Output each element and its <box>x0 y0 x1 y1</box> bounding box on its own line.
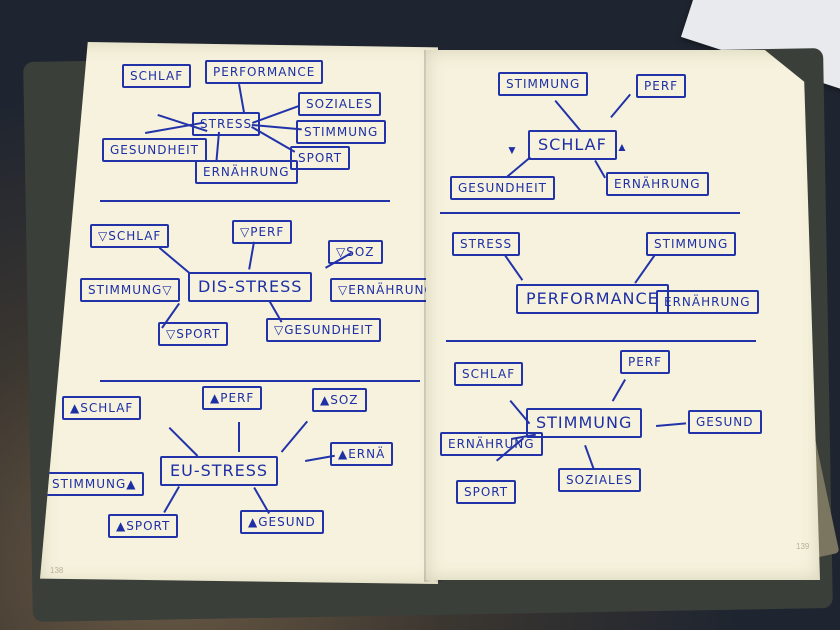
node-dis-soz: ▽SOZ <box>328 240 383 264</box>
node-eu-erna: ▲ERNÄ <box>330 442 394 466</box>
node-dis-stress-center: DIS-STRESS <box>188 272 313 302</box>
node-dis-perf: ▽PERF <box>232 220 293 244</box>
node-soziales: SOZIALES <box>298 92 381 116</box>
node-gesundheit: GESUNDHEIT <box>102 138 207 162</box>
divider-r2 <box>446 340 756 342</box>
node-dis-gesundheit: ▽GESUNDHEIT <box>266 318 382 342</box>
right-page: STIMMUNG PERF ▼ SCHLAF ▲ GESUNDHEIT ERNÄ… <box>426 50 820 580</box>
node-r1-perf: PERF <box>636 74 687 98</box>
node-performance: PERFORMANCE <box>205 60 324 84</box>
node-r3-ernaehrung: ERNÄHRUNG <box>440 432 543 456</box>
divider-1 <box>100 200 390 202</box>
node-eu-sport: ▲SPORT <box>108 514 179 538</box>
node-r3-sport: SPORT <box>456 480 517 504</box>
node-r1-stimmung: STIMMUNG <box>498 72 589 96</box>
node-r1-schlaf-center: SCHLAF <box>528 130 617 160</box>
node-r1-gesundheit: GESUNDHEIT <box>450 176 555 200</box>
node-stress-center: STRESS <box>192 112 261 136</box>
node-r2-stress: STRESS <box>452 232 521 256</box>
node-r2-ernaehrung: ERNÄHRUNG <box>656 290 759 314</box>
node-eu-soz: ▲SOZ <box>312 388 367 412</box>
page-number-left: 138 <box>50 566 64 575</box>
node-r2-performance-center: PERFORMANCE <box>516 284 669 314</box>
node-r3-schlaf: SCHLAF <box>454 362 524 386</box>
node-dis-stimmung: STIMMUNG▽ <box>80 278 181 302</box>
node-schlaf: SCHLAF <box>122 64 192 88</box>
divider-r1 <box>440 212 740 214</box>
node-dis-ernaehrung: ▽ERNÄHRUNG <box>330 278 438 302</box>
triangle-up-mark: ▲ <box>616 140 628 154</box>
node-r3-soziales: SOZIALES <box>558 468 641 492</box>
node-ernaehrung: ERNÄHRUNG <box>195 160 298 184</box>
node-r1-ernaehrung: ERNÄHRUNG <box>606 172 709 196</box>
node-stimmung: STIMMUNG <box>296 120 387 144</box>
node-eu-perf: ▲PERF <box>202 386 263 410</box>
triangle-down-mark: ▼ <box>506 143 518 157</box>
node-r2-stimmung: STIMMUNG <box>646 232 737 256</box>
page-number-right: 139 <box>796 542 810 551</box>
node-r3-stimmung-center: STIMMUNG <box>526 408 643 438</box>
left-page: SCHLAF PERFORMANCE SOZIALES STRESS STIMM… <box>40 42 438 584</box>
node-sport: SPORT <box>290 146 351 170</box>
node-r3-perf: PERF <box>620 350 671 374</box>
node-eu-gesund: ▲GESUND <box>240 510 324 534</box>
node-r3-gesund: GESUND <box>688 410 762 434</box>
node-dis-sport: ▽SPORT <box>158 322 229 346</box>
node-dis-schlaf: ▽SCHLAF <box>90 224 170 248</box>
divider-2 <box>100 380 420 382</box>
node-eu-stress-center: EU-STRESS <box>160 456 279 486</box>
node-eu-stimmung: STIMMUNG▲ <box>44 472 145 496</box>
node-eu-schlaf: ▲SCHLAF <box>62 396 142 420</box>
